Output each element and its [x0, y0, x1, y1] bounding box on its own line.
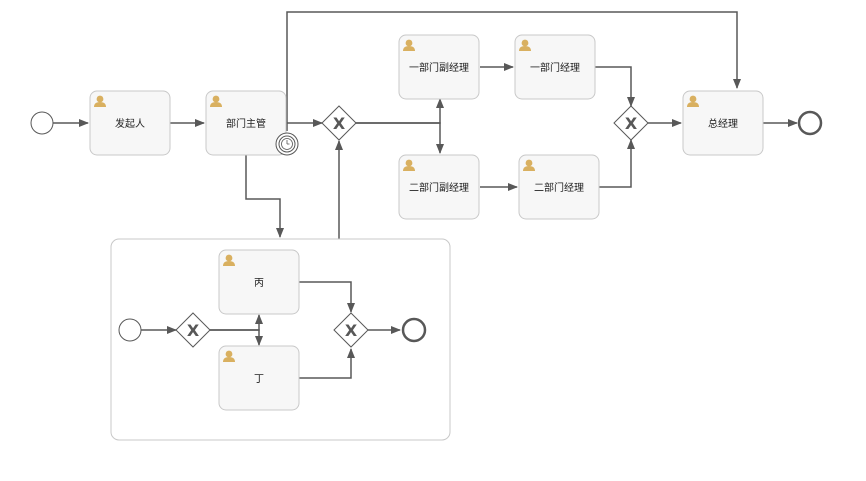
flow-ding-to-join	[299, 348, 355, 379]
task-label: 丙	[254, 278, 264, 289]
sub-exclusive-gateway-join[interactable]: X	[333, 312, 369, 348]
exclusive-gateway-split[interactable]: X	[321, 105, 357, 141]
clock-icon	[281, 138, 293, 150]
task-dept1-manager[interactable]: 一部门经理	[514, 34, 596, 100]
task-dept2-manager[interactable]: 二部门经理	[518, 154, 600, 220]
subprocess-container[interactable]	[110, 238, 451, 441]
task-dept1-deputy[interactable]: 一部门副经理	[398, 34, 480, 100]
sub-exclusive-gateway-split[interactable]: X	[175, 312, 211, 348]
task-label: 总经理	[708, 117, 738, 130]
gateway-x-mark: X	[187, 321, 200, 340]
task-label: 二部门副经理	[409, 181, 469, 194]
exclusive-gateway-join[interactable]: X	[613, 105, 649, 141]
flow-sub-split-to-ding	[210, 329, 263, 346]
task-label: 一部门副经理	[409, 61, 469, 74]
flow-gateway-to-dept1-deputy	[355, 98, 444, 124]
task-label: 部门主管	[226, 117, 266, 130]
task-label: 丁	[254, 374, 264, 385]
flow-dept2-manager-to-join	[599, 139, 635, 188]
end-event[interactable]	[797, 110, 823, 136]
task-label: 发起人	[115, 117, 145, 130]
flow-sub-split-to-bing	[210, 314, 263, 331]
sub-start-event[interactable]	[118, 318, 142, 342]
flow-dept-head-to-subprocess	[245, 155, 284, 238]
task-sub-ding[interactable]: 丁	[218, 345, 300, 411]
gateway-x-mark: X	[333, 114, 346, 133]
task-dept-head[interactable]: 部门主管	[205, 90, 287, 156]
sequence-flows	[53, 11, 798, 379]
task-label: 一部门经理	[530, 61, 580, 74]
flow-gateway-to-dept2-deputy	[355, 122, 444, 154]
gateway-x-mark: X	[625, 114, 638, 133]
task-sub-bing[interactable]: 丙	[218, 249, 300, 315]
task-label: 二部门经理	[534, 181, 584, 194]
task-initiator[interactable]: 发起人	[89, 90, 171, 156]
boundary-timer-event[interactable]	[275, 132, 299, 156]
task-general-manager[interactable]: 总经理	[682, 90, 764, 156]
flow-timer-to-general-manager	[286, 11, 741, 131]
task-dept2-deputy[interactable]: 二部门副经理	[398, 154, 480, 220]
flow-bing-to-join	[299, 281, 355, 313]
sub-end-event[interactable]	[401, 317, 427, 343]
gateway-x-mark: X	[345, 321, 358, 340]
start-event[interactable]	[30, 111, 54, 135]
flow-dept1-manager-to-join	[595, 66, 635, 107]
